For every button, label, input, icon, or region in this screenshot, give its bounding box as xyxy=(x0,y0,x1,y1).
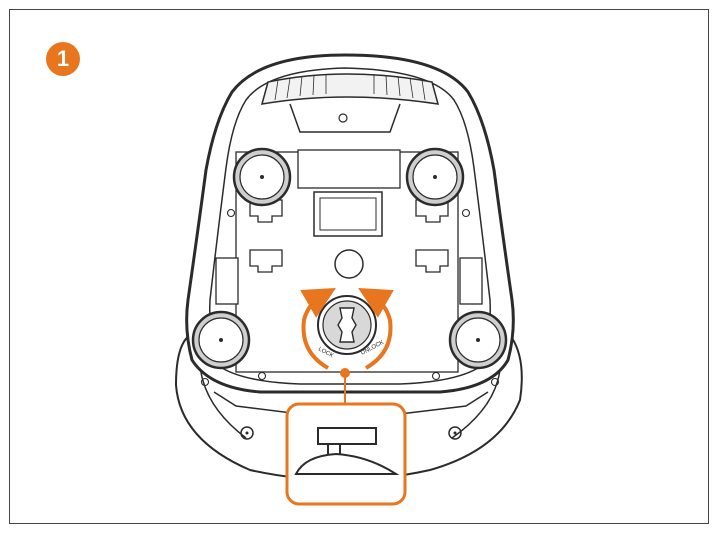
rotate-arrow-right xyxy=(358,288,394,370)
zoom-callout-box xyxy=(285,402,407,506)
suction-cup-tool-icon xyxy=(294,427,400,475)
wheel-top-left xyxy=(232,147,292,207)
wheel-top-right xyxy=(405,147,465,207)
wheel-bottom-left xyxy=(191,310,251,370)
wheel-bottom-right xyxy=(448,310,508,370)
rotate-arrow-left xyxy=(300,288,336,370)
lock-dial xyxy=(317,295,377,355)
step-number-badge: 1 xyxy=(46,42,80,76)
